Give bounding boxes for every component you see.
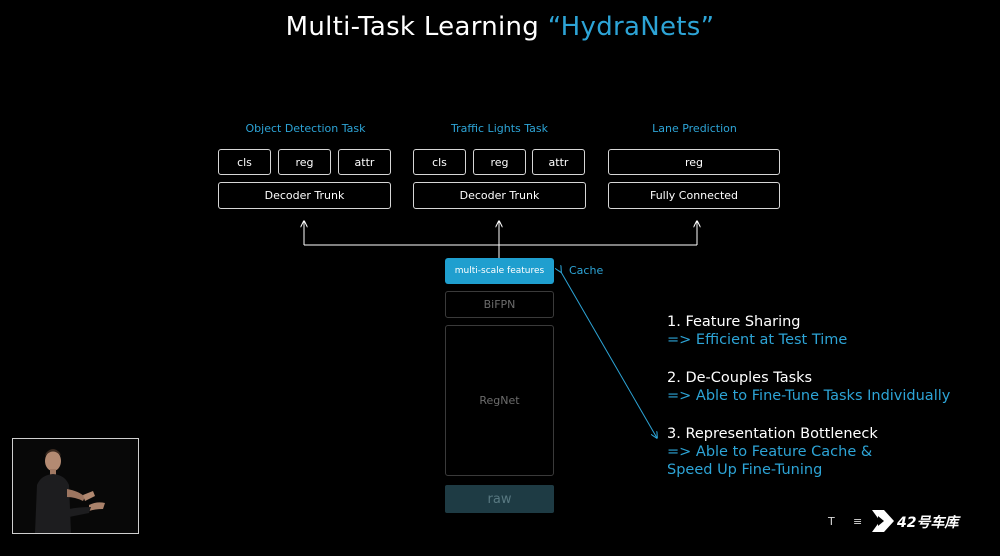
channel-logo-text: 42号车库 — [897, 515, 959, 531]
traffic-lights-attr-head: attr — [532, 149, 585, 175]
multi-scale-features-box: multi-scale features — [445, 258, 554, 284]
object-detection-cls-head: cls — [218, 149, 271, 175]
traffic-lights-decoder-trunk: Decoder Trunk — [413, 182, 586, 209]
traffic-lights-reg-head: reg — [473, 149, 526, 175]
object-detection-reg-head: reg — [278, 149, 331, 175]
lane-prediction-reg-head: reg — [608, 149, 780, 175]
point-detail: => Efficient at Test Time — [667, 332, 848, 348]
lane-prediction-fully-connected: Fully Connected — [608, 182, 780, 209]
cache-arrow — [561, 272, 657, 438]
point-heading: 2. De-Couples Tasks — [667, 370, 813, 386]
traffic-lights-cls-head: cls — [413, 149, 466, 175]
point-detail: => Able to Fine-Tune Tasks Individually — [667, 388, 951, 404]
object-detection-attr-head: attr — [338, 149, 391, 175]
raw-input-box: raw — [445, 485, 554, 513]
bifpn-box: BiFPN — [445, 291, 554, 318]
point-feature-sharing: 1. Feature Sharing => Efficient at Test … — [667, 313, 847, 349]
point-detail: Speed Up Fine-Tuning — [667, 462, 823, 478]
point-detail: => Able to Feature Cache & — [667, 444, 873, 460]
footer-t-mark: T — [828, 515, 835, 528]
task-title-lane-prediction: Lane Prediction — [652, 122, 737, 135]
regnet-box: RegNet — [445, 325, 554, 476]
title-main: Multi-Task Learning — [285, 12, 548, 42]
slide-title: Multi-Task Learning “HydraNets” — [0, 12, 1000, 42]
speaker-video-icon — [12, 438, 139, 534]
title-highlight: “HydraNets” — [547, 12, 715, 42]
cache-label: Cache — [569, 264, 604, 277]
point-representation-bottleneck: 3. Representation Bottleneck => Able to … — [667, 425, 878, 479]
object-detection-decoder-trunk: Decoder Trunk — [218, 182, 391, 209]
task-title-traffic-lights: Traffic Lights Task — [451, 122, 548, 135]
point-heading: 3. Representation Bottleneck — [667, 426, 878, 442]
point-heading: 1. Feature Sharing — [667, 314, 801, 330]
footer-menu-icon: ≡ — [853, 515, 863, 528]
task-title-object-detection: Object Detection Task — [245, 122, 366, 135]
channel-logo-icon: 42号车库 — [870, 506, 982, 536]
point-decouples-tasks: 2. De-Couples Tasks => Able to Fine-Tune… — [667, 369, 950, 405]
